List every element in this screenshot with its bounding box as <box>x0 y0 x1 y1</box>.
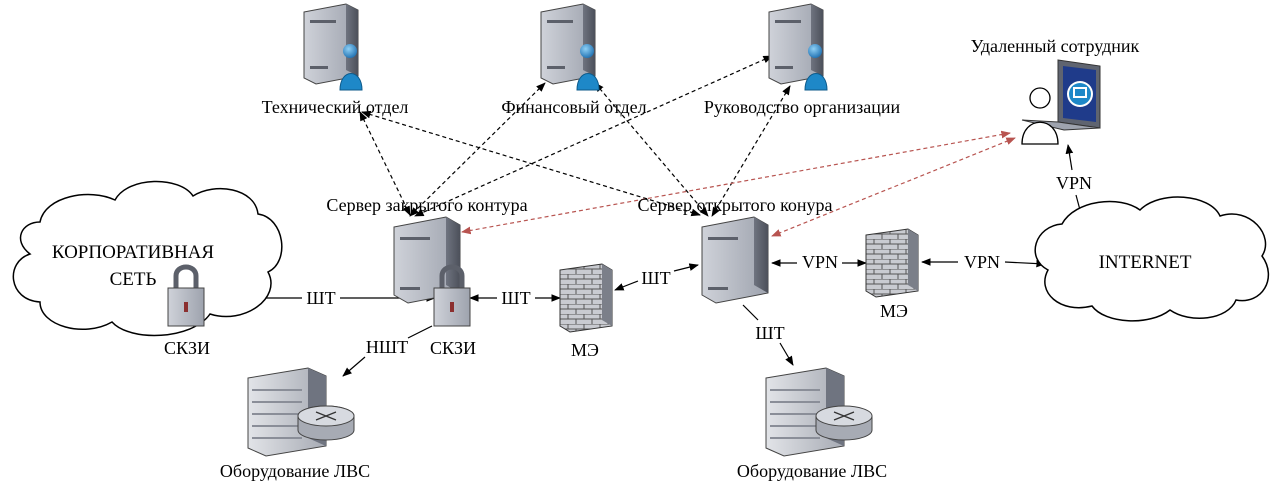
link-fw-open-a <box>614 280 639 291</box>
finance-dept-server-icon <box>540 3 600 91</box>
link-label-skzi-lan: НШТ <box>366 337 408 357</box>
link-mgmt-closed <box>414 55 773 217</box>
link-label-open-lan: ШТ <box>755 323 784 343</box>
skzi-left-lock-icon <box>167 264 205 327</box>
link-remote-open <box>771 137 1016 237</box>
lan-left-router-icon <box>247 367 355 457</box>
link-open-lan-a <box>742 304 759 321</box>
corp-network-label-2: СЕТЬ <box>110 269 157 290</box>
lan-left-label: Оборудование ЛВС <box>220 461 370 481</box>
firewall-left-label: МЭ <box>571 340 599 360</box>
lan-right-label: Оборудование ЛВС <box>737 461 887 481</box>
internet-label: INTERNET <box>1099 252 1192 273</box>
firewall-left-icon <box>559 263 613 333</box>
remote-employee-icon <box>1021 59 1101 145</box>
link-label-firewall-open: ШТ <box>641 268 670 288</box>
link-label-remote-internet-vpn: VPN <box>1056 173 1092 193</box>
tech-dept-server-icon <box>303 3 363 91</box>
link-skzi-lan-a <box>407 325 433 339</box>
link-remote-closed <box>461 130 1011 235</box>
skzi-right-lock-icon <box>433 264 471 327</box>
corp-network-cloud: КОРПОРАТИВНАЯ СЕТЬ <box>12 180 283 337</box>
management-server-icon <box>768 3 828 91</box>
link-remote-internet-a <box>1065 144 1074 171</box>
management-label: Руководство организации <box>704 97 901 117</box>
firewall-right-icon <box>865 228 919 298</box>
skzi-left-label: СКЗИ <box>164 338 210 358</box>
finance-dept-label: Финансовый отдел <box>501 97 646 117</box>
tech-dept-label: Технический отдел <box>262 97 409 117</box>
firewall-right-label: МЭ <box>880 301 908 321</box>
link-tech-closed <box>359 111 411 216</box>
link-skzi-lan-b <box>342 356 366 377</box>
link-label-corp-skzi: ШТ <box>306 288 335 308</box>
remote-employee-label: Удаленный сотрудник <box>971 36 1140 56</box>
lan-right-router-icon <box>765 367 873 457</box>
link-fw-open-b <box>673 263 699 272</box>
link-fw-internet-b <box>1004 259 1046 268</box>
skzi-right-label: СКЗИ <box>430 338 476 358</box>
internet-cloud: INTERNET <box>1034 196 1270 322</box>
corp-network-label-1: КОРПОРАТИВНАЯ <box>52 242 215 263</box>
link-label-skzi-firewall: ШТ <box>501 288 530 308</box>
link-open-lan-b <box>779 342 794 366</box>
open-server-label: Сервер открытого конура <box>637 195 832 215</box>
link-label-open-fw-vpn: VPN <box>802 252 838 272</box>
link-label-fw-internet-vpn: VPN <box>964 252 1000 272</box>
open-server-icon <box>701 216 769 304</box>
closed-server-label: Сервер закрытого контура <box>326 195 527 215</box>
